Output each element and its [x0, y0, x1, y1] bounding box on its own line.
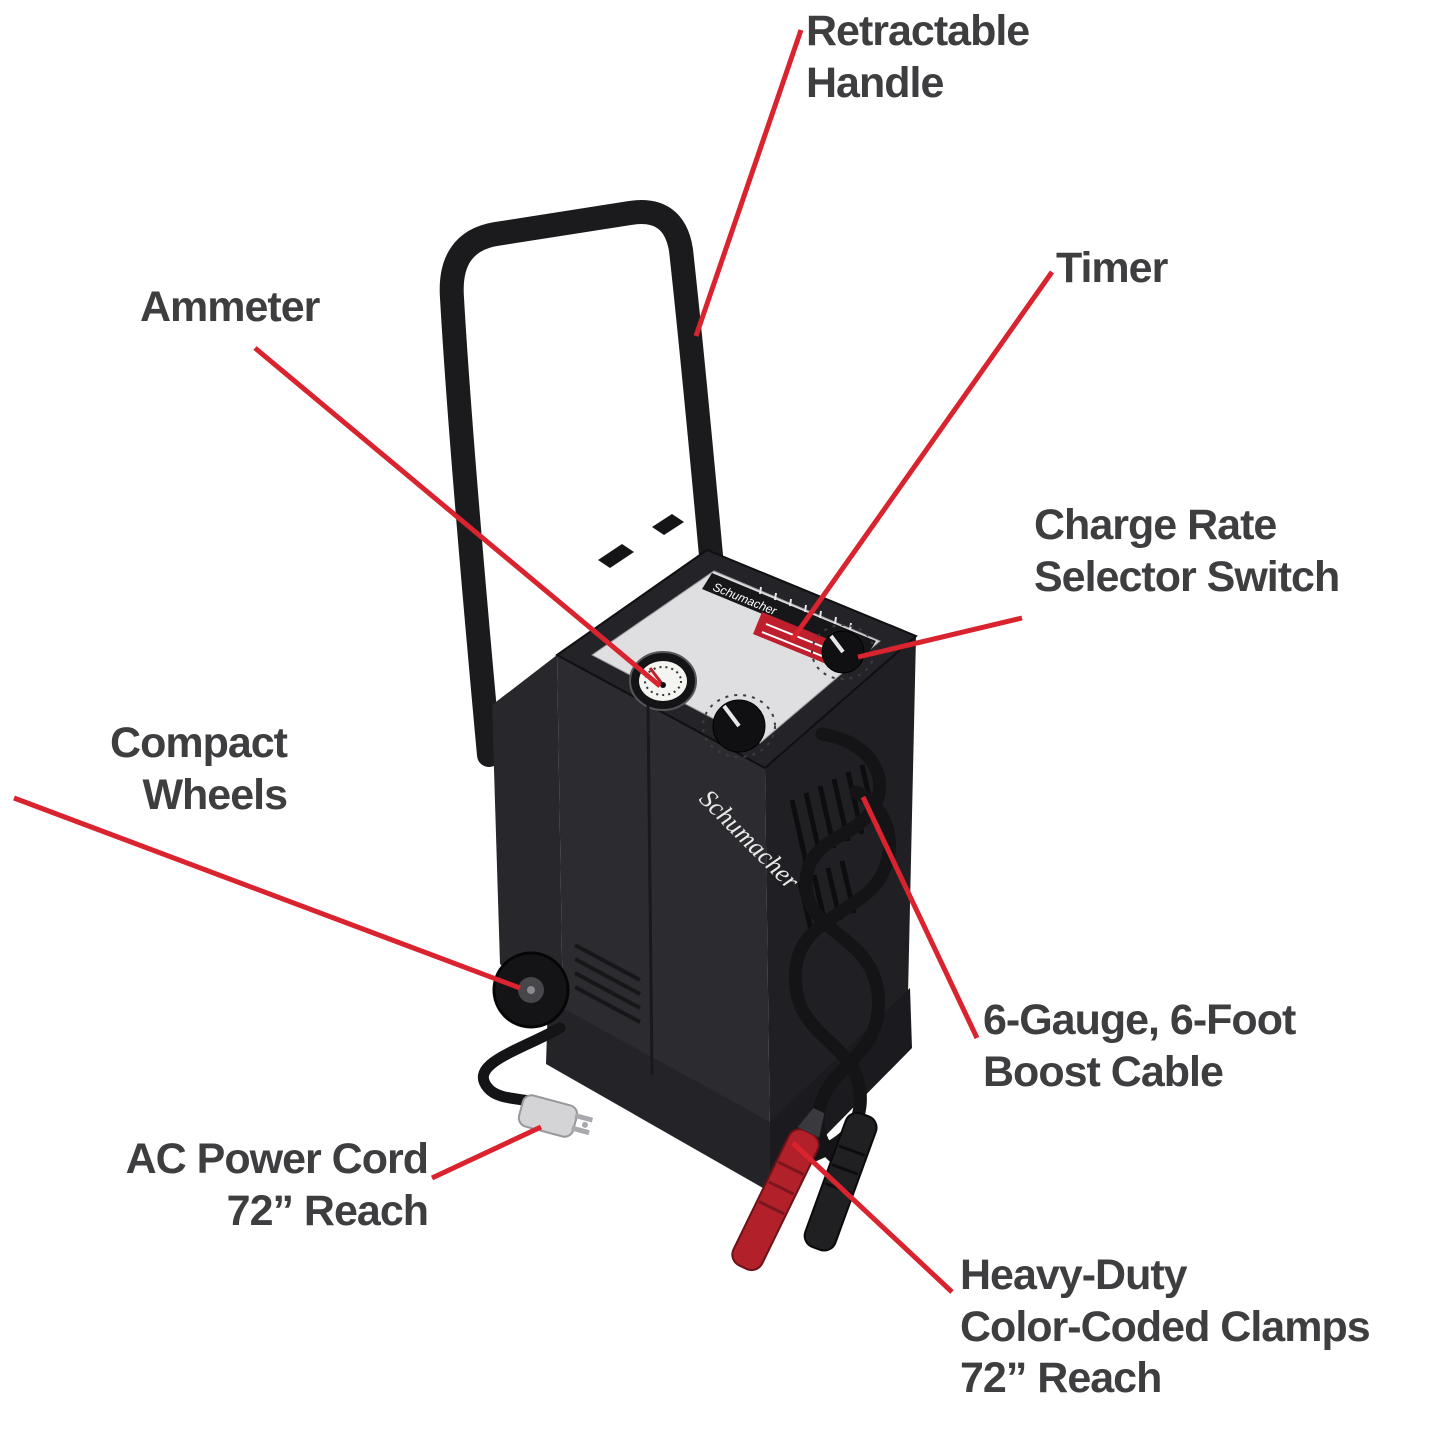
red-clamp: [731, 1108, 825, 1272]
front-vents: [574, 943, 641, 1024]
body-left-face: [492, 655, 563, 1018]
ac-plug: [517, 1094, 594, 1138]
body-front-face: [557, 655, 770, 1140]
callout-line-retractable-handle: [693, 29, 804, 337]
retractable-handle: [439, 200, 728, 767]
callout-ac-power-cord: AC Power Cord 72” Reach: [125, 1135, 429, 1235]
callout-clamps: Heavy-Duty Color-Coded Clamps 72” Reach: [960, 1251, 1371, 1403]
callout-line-boost-cable: [860, 795, 980, 1040]
callout-compact-wheels: Compact Wheels: [110, 719, 288, 819]
base-front: [546, 1000, 770, 1192]
top-clip-left: [598, 544, 634, 568]
callout-line-timer: [789, 270, 1055, 642]
callout-ammeter: Ammeter: [140, 283, 320, 331]
black-clamp: [803, 1111, 878, 1252]
callout-timer: Timer: [1056, 244, 1168, 292]
callout-charge-rate-selector: Charge Rate Selector Switch: [1034, 501, 1340, 601]
callout-line-clamps: [791, 1141, 954, 1294]
timer-knob: [702, 694, 776, 758]
panel-header-marks: [759, 586, 852, 631]
top-clip-right: [652, 514, 684, 535]
ammeter-gauge: [629, 651, 697, 711]
callout-lines: [13, 29, 1055, 1294]
callout-line-compact-wheels: [13, 795, 521, 991]
front-seam: [646, 704, 654, 1076]
callout-line-charge-rate: [857, 615, 1023, 660]
callout-line-ac-power-cord: [430, 1124, 543, 1181]
compact-wheel: [492, 951, 570, 1029]
callout-line-ammeter: [253, 346, 662, 688]
callout-boost-cable: 6-Gauge, 6-Foot Boost Cable: [983, 996, 1296, 1096]
callout-retractable-handle: Retractable Handle: [806, 7, 1030, 107]
charge-rate-knob: [811, 624, 875, 680]
